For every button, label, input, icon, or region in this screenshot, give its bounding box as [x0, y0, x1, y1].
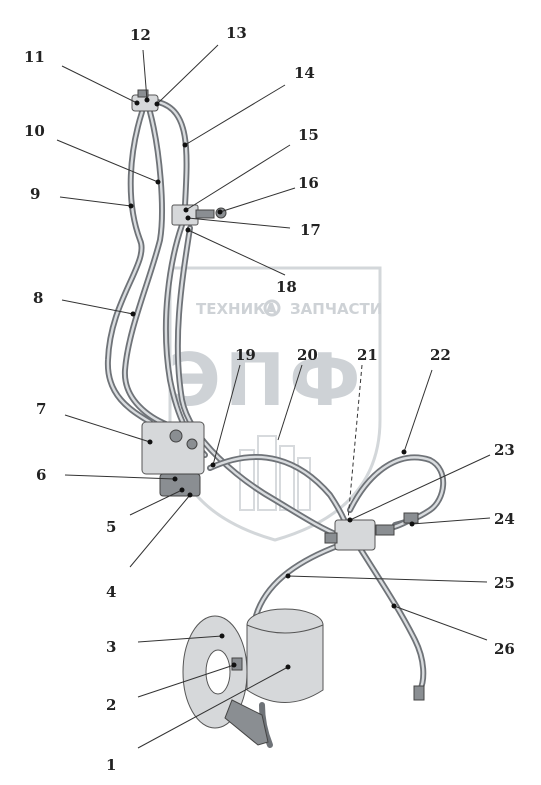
- callout-10: 10: [24, 122, 45, 140]
- callout-18: 18: [276, 278, 297, 296]
- callout-13: 13: [226, 24, 247, 42]
- callout-11: 11: [24, 48, 45, 66]
- callout-26: 26: [494, 640, 515, 658]
- callout-3: 3: [106, 638, 116, 656]
- pump-bracket: [224, 699, 269, 746]
- callout-14: 14: [294, 64, 315, 82]
- callout-20: 20: [297, 346, 318, 364]
- callout-23: 23: [494, 441, 515, 459]
- watermark-line1: ТЕХНИКА: [196, 300, 277, 318]
- callout-12: 12: [130, 26, 151, 44]
- callout-1: 1: [106, 756, 116, 774]
- watermark-line2: ЗАПЧАСТИ: [290, 300, 382, 318]
- valve-lower: [159, 473, 201, 497]
- callout-8: 8: [33, 289, 43, 307]
- watermark-logo: ЭПФ: [168, 338, 365, 422]
- callout-21: 21: [357, 346, 378, 364]
- pump-body: [246, 624, 324, 703]
- callout-16: 16: [298, 174, 319, 192]
- callout-2: 2: [106, 696, 116, 714]
- callout-7: 7: [36, 400, 46, 418]
- callout-5: 5: [106, 518, 116, 536]
- callout-25: 25: [494, 574, 515, 592]
- fitting-16-stem: [195, 209, 215, 219]
- callout-17: 17: [300, 221, 321, 239]
- end-fitting-26: [413, 685, 425, 701]
- leader-lines: [56, 44, 491, 749]
- callout-9: 9: [30, 185, 40, 203]
- watermark-building-icon: [239, 435, 311, 511]
- callout-19: 19: [235, 346, 256, 364]
- callout-24: 24: [494, 510, 515, 528]
- distribution-block: [334, 519, 376, 551]
- watermark: ТЕХНИКА ЗАПЧАСТИ ЭПФ: [168, 266, 382, 542]
- components: [131, 89, 425, 746]
- callout-labels: 1 2 3 4 5 6 7 8 9 10 11 12 13 14 15 16 1…: [24, 24, 515, 774]
- top-fitting-nut: [137, 89, 149, 98]
- callout-15: 15: [298, 126, 319, 144]
- callout-22: 22: [430, 346, 451, 364]
- callout-6: 6: [36, 466, 46, 484]
- callout-4: 4: [106, 583, 116, 601]
- gear-icon: [263, 299, 281, 317]
